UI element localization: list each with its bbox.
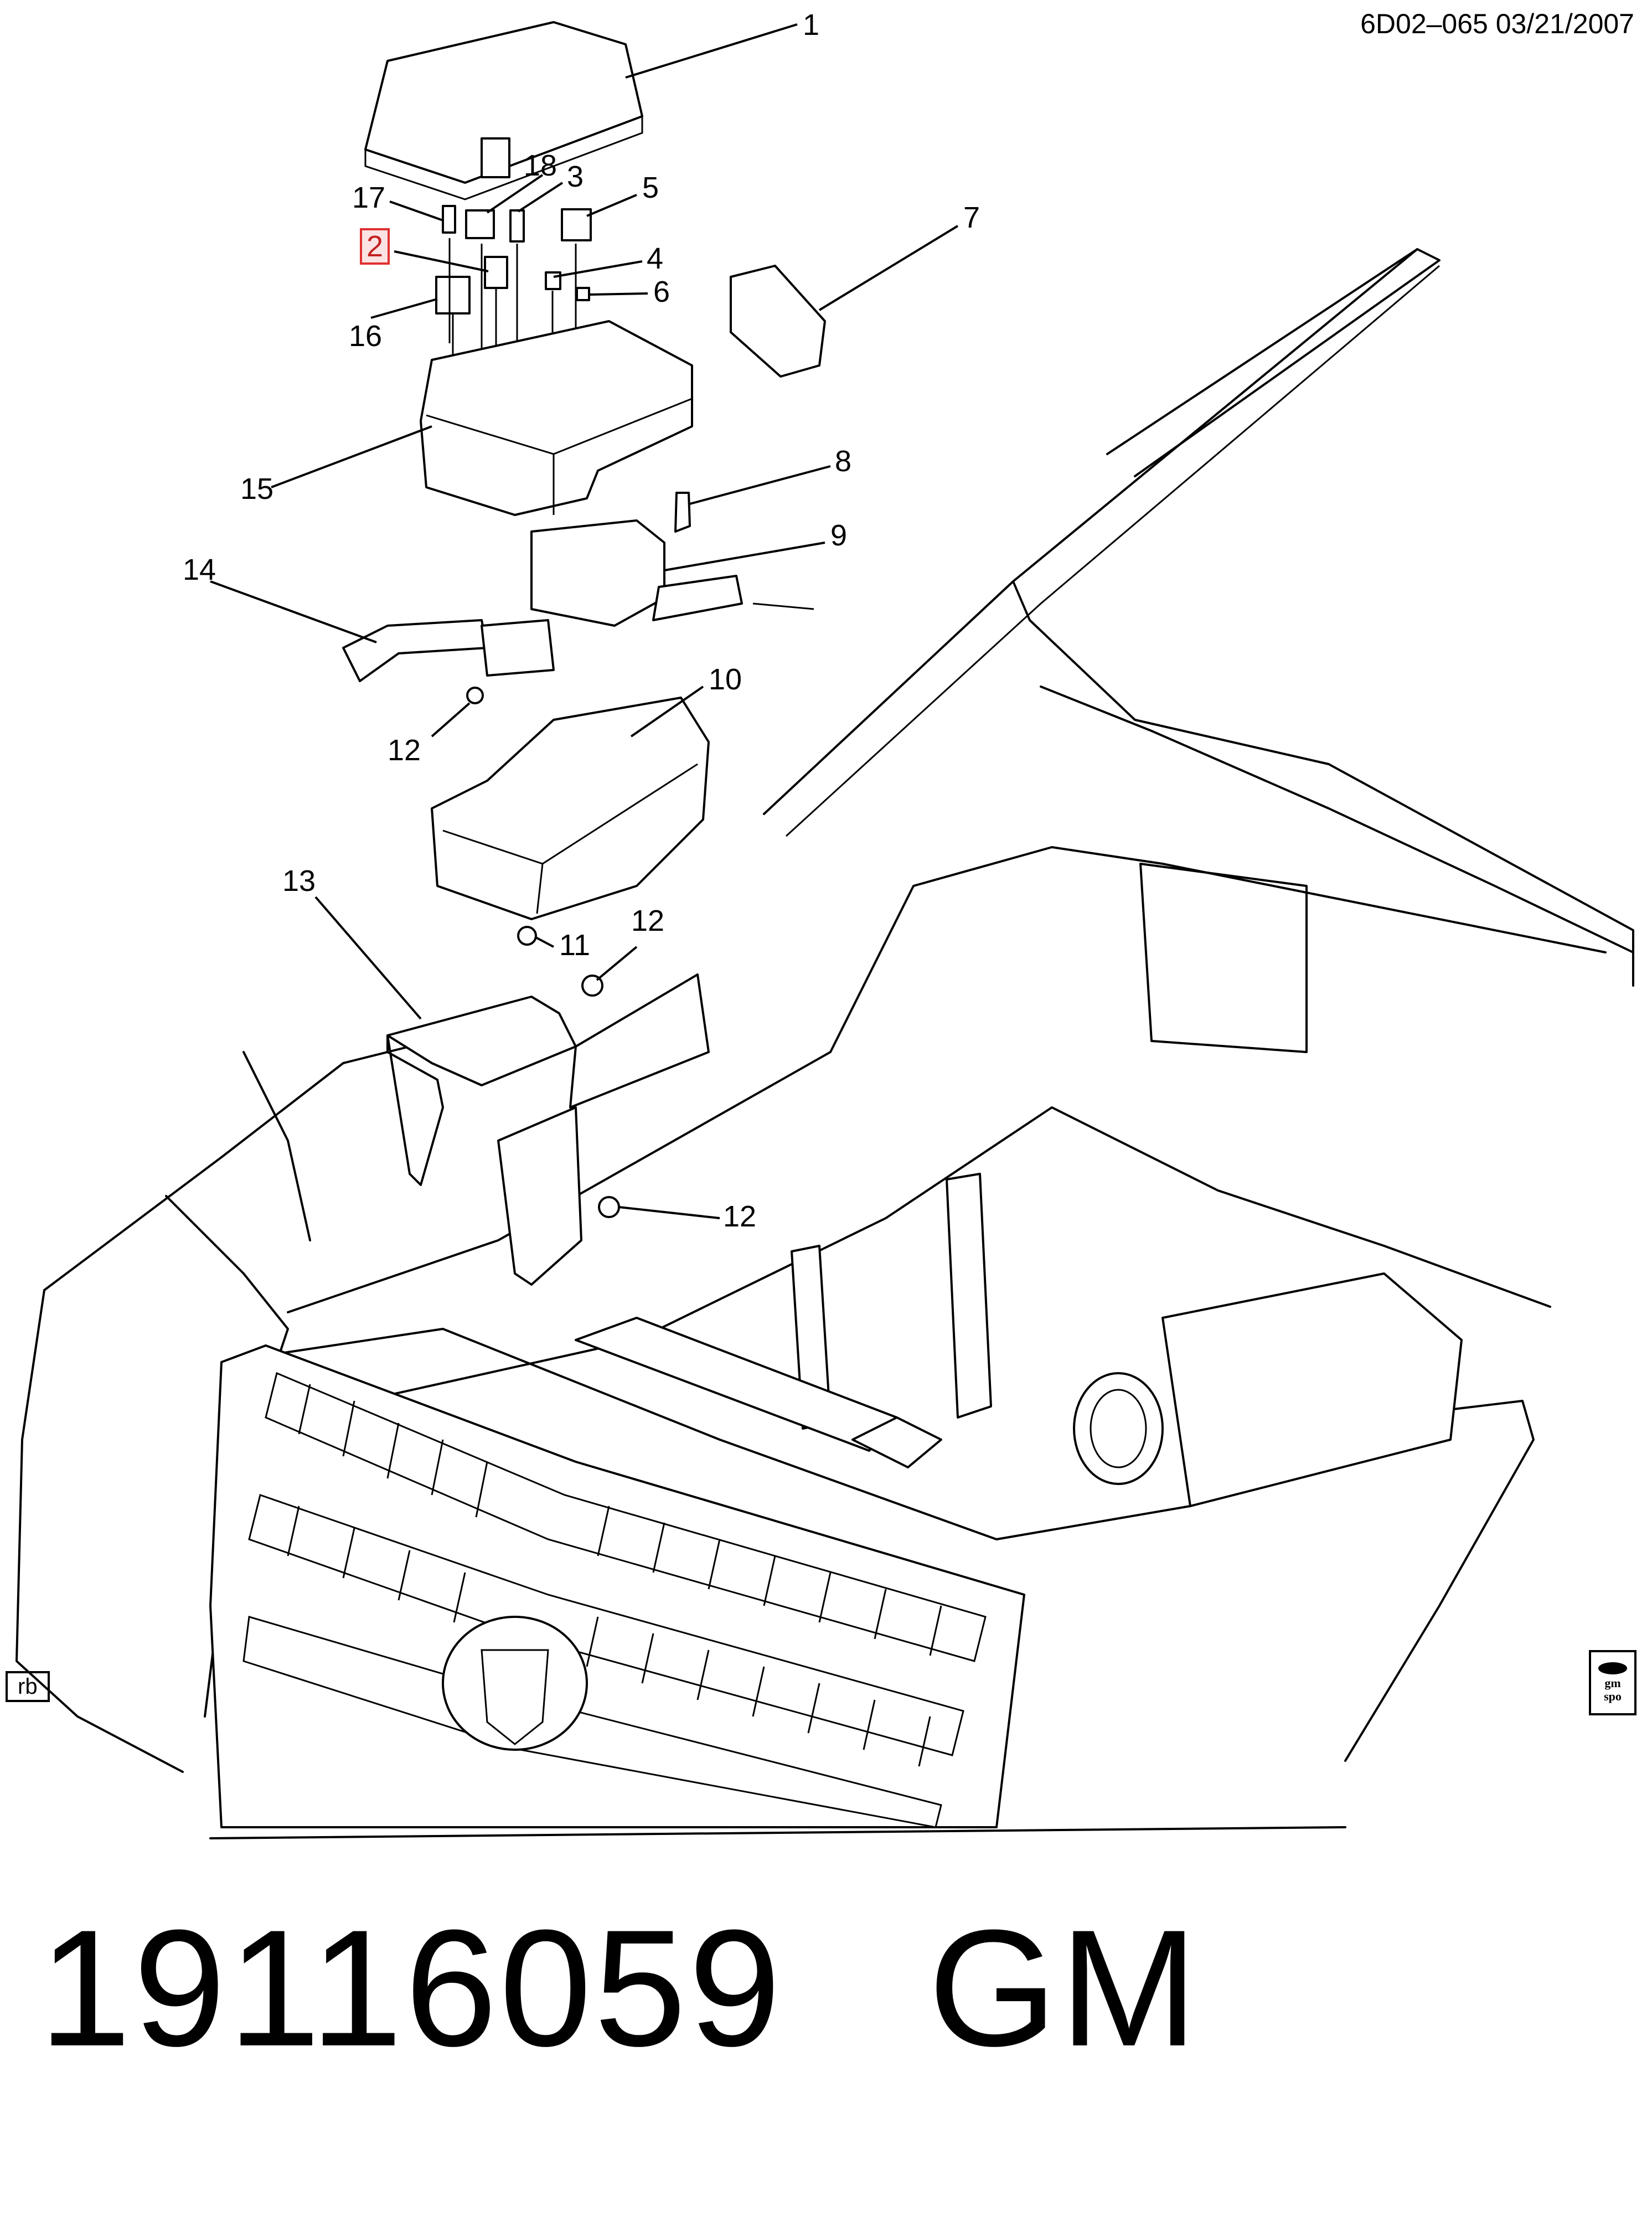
callout-7: 7 bbox=[963, 201, 980, 234]
callout-16: 16 bbox=[349, 319, 383, 353]
wiring-harness bbox=[342, 619, 555, 682]
exploded-view-illustration bbox=[16, 21, 1634, 1839]
callout-3: 3 bbox=[567, 160, 584, 193]
callout-12-right: 12 bbox=[631, 904, 665, 937]
callout-12-upper: 12 bbox=[388, 734, 421, 767]
bolt-upper bbox=[466, 687, 484, 704]
callout-17: 17 bbox=[352, 181, 386, 214]
callout-11: 11 bbox=[559, 929, 591, 962]
callout-12-lower: 12 bbox=[723, 1200, 757, 1233]
callout-1: 1 bbox=[803, 8, 820, 42]
cadillac-emblem bbox=[442, 1616, 588, 1751]
callout-14: 14 bbox=[183, 553, 216, 586]
terminal-cover bbox=[730, 265, 826, 378]
callout-18: 18 bbox=[524, 149, 557, 182]
callout-4: 4 bbox=[647, 242, 664, 275]
gm-spo-logo: gm spo bbox=[1589, 1650, 1636, 1715]
drawing-reference: 6D02–065 03/21/2007 bbox=[1360, 8, 1634, 39]
callout-5: 5 bbox=[642, 171, 659, 204]
artist-tag: rb bbox=[6, 1671, 50, 1702]
callout-8: 8 bbox=[835, 445, 852, 478]
part-number-label: 19116059 GM bbox=[39, 1895, 1200, 2081]
callout-10: 10 bbox=[709, 663, 742, 696]
wiring-connector bbox=[530, 519, 814, 627]
fuse-block-cover bbox=[364, 21, 643, 200]
logo-text-bottom: spo bbox=[1604, 1689, 1622, 1703]
mounting-bracket bbox=[386, 973, 710, 1286]
front-grille bbox=[209, 1344, 1025, 1828]
bolt-lower bbox=[598, 1196, 620, 1218]
nut bbox=[517, 926, 537, 946]
stud bbox=[674, 492, 691, 533]
fuse-block-tray bbox=[431, 697, 710, 920]
leader-lines bbox=[210, 23, 959, 1219]
callout-2-highlighted: 2 bbox=[360, 228, 390, 265]
callout-13: 13 bbox=[282, 864, 316, 898]
logo-text-top: gm bbox=[1604, 1676, 1621, 1690]
underhood-fuse-block bbox=[420, 320, 693, 516]
relays-and-fuses bbox=[435, 205, 592, 365]
callout-6: 6 bbox=[653, 275, 670, 308]
logo-oval-icon bbox=[1598, 1662, 1627, 1674]
vehicle-front-end bbox=[16, 248, 1634, 1839]
callout-15: 15 bbox=[240, 472, 274, 506]
callout-9: 9 bbox=[830, 519, 848, 552]
